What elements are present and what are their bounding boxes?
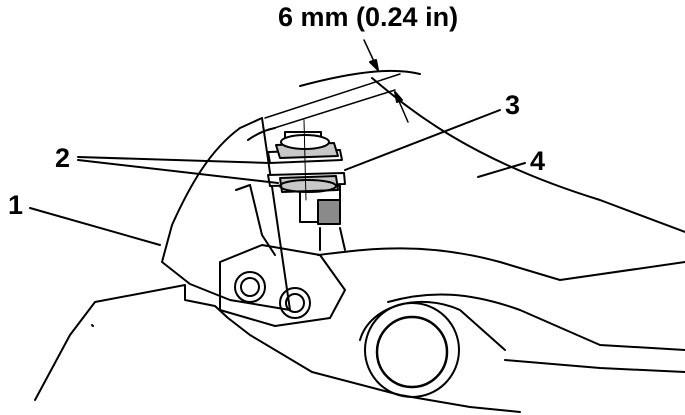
leader-line-2a	[77, 156, 271, 164]
dimension-arrow-head-top	[369, 59, 379, 71]
mount-plate	[219, 244, 346, 327]
callout-number-3: 3	[505, 90, 521, 120]
dimension-line-upper	[264, 73, 401, 119]
leader-line-3	[344, 109, 501, 171]
callout-number-4: 4	[530, 146, 546, 176]
arm-top-line	[299, 69, 421, 87]
leader-line-2b	[77, 159, 279, 184]
bracket-plate	[161, 117, 291, 311]
arm-end-edge	[504, 359, 685, 373]
bolt-left	[234, 271, 266, 303]
pivot-boss	[359, 301, 506, 398]
sensor-assembly	[267, 119, 346, 251]
leader-line-4	[477, 162, 526, 178]
arm-bottom-edge	[387, 293, 685, 351]
callout-number-1: 1	[8, 190, 24, 220]
callout-number-2: 2	[55, 143, 71, 173]
bolt-right	[279, 287, 311, 319]
arm-upper-edge	[371, 77, 685, 233]
bracket-inner-edge	[235, 184, 276, 256]
dimension-label: 6 mm (0.24 in)	[278, 2, 459, 32]
dimension-arrow-head-bottom	[394, 91, 403, 103]
small-dot	[91, 324, 94, 327]
arm-lower-edge	[317, 247, 685, 281]
dimension-line-lower	[267, 89, 396, 131]
leader-line-1	[29, 207, 161, 246]
